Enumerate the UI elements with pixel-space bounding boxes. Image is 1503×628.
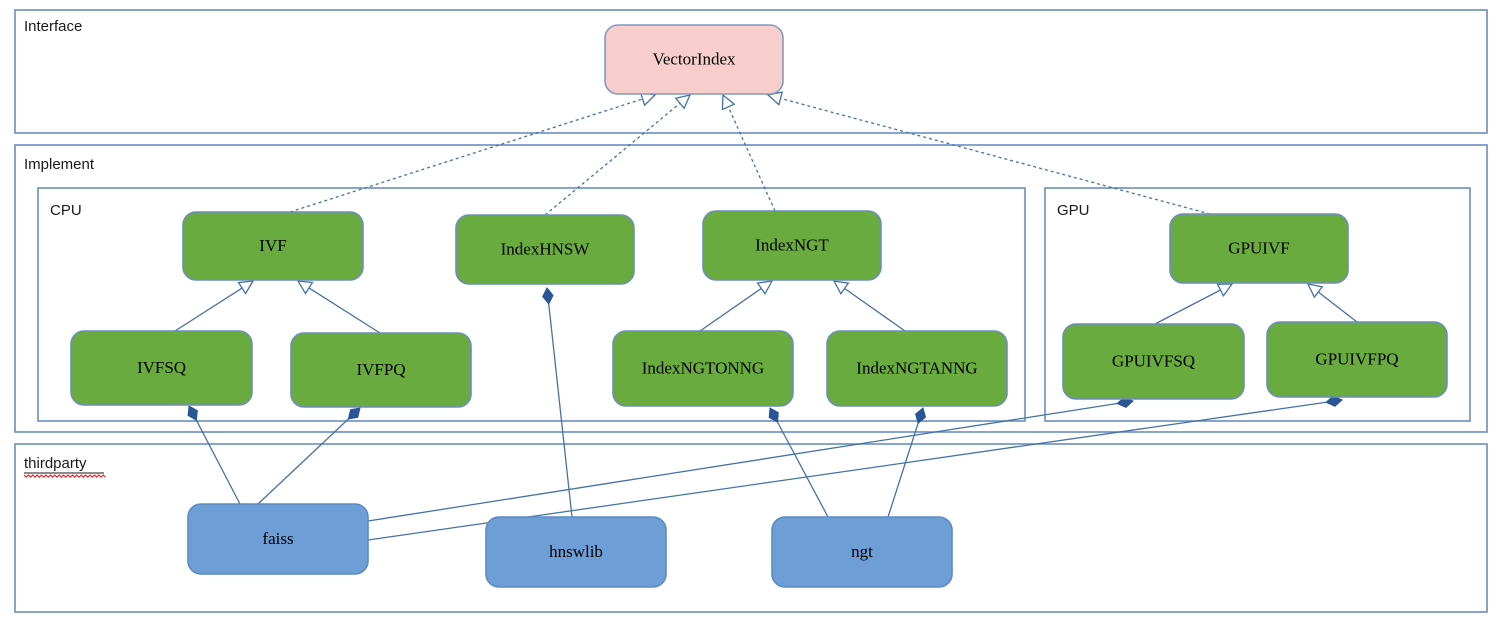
node-label-indexhnsw: IndexHNSW (501, 239, 591, 258)
node-label-indexngtanng: IndexNGTANNG (856, 358, 977, 377)
node-ngt[interactable]: ngt (771, 516, 953, 588)
edge-line (776, 421, 829, 518)
group-label-gpu: GPU (1057, 202, 1090, 219)
composition-diamond-icon (187, 405, 198, 422)
node-indexhnsw[interactable]: IndexHNSW (455, 214, 635, 285)
node-label-faiss: faiss (262, 529, 293, 548)
node-indexngtonng[interactable]: IndexNGTONNG (612, 330, 794, 407)
edge-ngt-to-indexngtonng (768, 407, 829, 518)
node-label-ivfsq: IVFSQ (137, 358, 186, 377)
node-box-ivfsq[interactable] (70, 330, 253, 406)
edge-ngt-to-indexngtanng (887, 407, 927, 518)
edge-ivfsq-to-ivf (174, 280, 255, 332)
node-label-ngt: ngt (851, 542, 873, 561)
inheritance-arrowhead-icon (1306, 283, 1324, 299)
node-box-indexngtanng[interactable] (826, 330, 1008, 407)
node-box-indexngt[interactable] (702, 210, 882, 281)
spellcheck-squiggle-icon (23, 474, 106, 478)
inheritance-arrowhead-icon (674, 94, 692, 110)
node-label-gpuivfsq: GPUIVFSQ (1112, 351, 1195, 370)
composition-diamond-icon (542, 287, 554, 305)
node-box-vectorindex[interactable] (604, 24, 784, 95)
edge-line (548, 303, 573, 518)
edge-line (780, 97, 1211, 215)
node-box-ivfpq[interactable] (290, 332, 472, 408)
edge-line (1154, 289, 1221, 325)
edge-indexngt-to-vectorindex (721, 93, 776, 212)
edge-line (367, 402, 1118, 522)
edge-line (727, 106, 776, 212)
node-box-gpuivf[interactable] (1169, 213, 1349, 284)
node-indexngt[interactable]: IndexNGT (702, 210, 882, 281)
inheritance-arrowhead-icon (296, 280, 314, 295)
group-label-interface: Interface (24, 18, 82, 35)
node-box-ivf[interactable] (182, 211, 364, 281)
node-label-ivfpq: IVFPQ (356, 360, 405, 379)
edge-line (887, 423, 919, 518)
edge-line (699, 287, 762, 332)
node-faiss[interactable]: faiss (187, 503, 369, 575)
node-box-faiss[interactable] (187, 503, 369, 575)
node-gpuivf[interactable]: GPUIVF (1169, 213, 1349, 284)
composition-diamond-icon (915, 407, 927, 425)
node-ivfsq[interactable]: IVFSQ (70, 330, 253, 406)
node-label-gpuivfpq: GPUIVFPQ (1315, 349, 1398, 368)
edge-indexngtonng-to-indexngt (699, 280, 774, 332)
node-box-indexhnsw[interactable] (455, 214, 635, 285)
edge-line (544, 102, 681, 216)
node-indexngtanng[interactable]: IndexNGTANNG (826, 330, 1008, 407)
edge-gpuivfsq-to-gpuivf (1154, 283, 1234, 325)
edge-line (195, 419, 241, 505)
node-label-indexngtonng: IndexNGTONNG (642, 358, 764, 377)
edge-line (308, 287, 381, 334)
inheritance-arrowhead-icon (832, 280, 850, 296)
edge-line (1317, 291, 1358, 323)
edge-line (289, 98, 643, 213)
node-box-ngt[interactable] (771, 516, 953, 588)
edge-hnswlib-to-indexhnsw (542, 287, 573, 518)
inheritance-arrowhead-icon (1216, 283, 1234, 297)
group-label-thirdparty: thirdparty (24, 455, 87, 472)
node-label-hnswlib: hnswlib (549, 542, 603, 561)
node-label-indexngt: IndexNGT (755, 235, 829, 254)
group-label-cpu: CPU (50, 202, 82, 219)
node-label-vectorindex: VectorIndex (652, 49, 736, 68)
edge-indexngtanng-to-indexngt (832, 280, 906, 332)
inheritance-arrowhead-icon (721, 93, 736, 111)
inheritance-arrowhead-icon (237, 280, 255, 295)
edge-ivfpq-to-ivf (296, 280, 381, 334)
node-ivfpq[interactable]: IVFPQ (290, 332, 472, 408)
node-ivf[interactable]: IVF (182, 211, 364, 281)
composition-diamond-icon (347, 407, 361, 420)
node-box-gpuivfsq[interactable] (1062, 323, 1245, 400)
edge-faiss-to-ivfpq (257, 407, 361, 505)
edge-line (174, 287, 243, 332)
node-box-hnswlib[interactable] (485, 516, 667, 588)
edge-indexhnsw-to-vectorindex (544, 94, 692, 216)
node-label-gpuivf: GPUIVF (1228, 238, 1289, 257)
edge-faiss-to-ivfsq (187, 405, 241, 505)
group-label-implement: Implement (24, 156, 95, 173)
node-hnswlib[interactable]: hnswlib (485, 516, 667, 588)
node-label-ivf: IVF (259, 236, 286, 255)
node-vectorindex[interactable]: VectorIndex (604, 24, 784, 95)
node-box-gpuivfpq[interactable] (1266, 321, 1448, 398)
edge-line (844, 287, 906, 332)
edge-gpuivfpq-to-gpuivf (1306, 283, 1358, 323)
node-gpuivfsq[interactable]: GPUIVFSQ (1062, 323, 1245, 400)
edge-line (257, 418, 349, 505)
inheritance-arrowhead-icon (756, 280, 774, 295)
node-box-indexngtonng[interactable] (612, 330, 794, 407)
node-gpuivfpq[interactable]: GPUIVFPQ (1266, 321, 1448, 398)
composition-diamond-icon (768, 407, 779, 423)
